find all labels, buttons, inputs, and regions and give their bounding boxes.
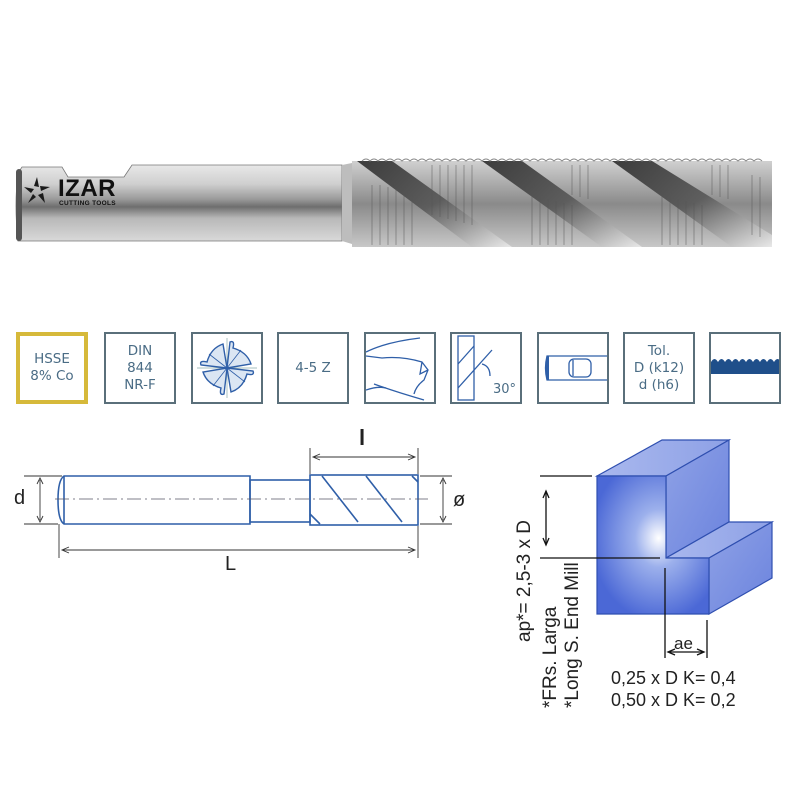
standard-line-1: DIN: [127, 342, 153, 359]
end-mill-photo: [12, 155, 792, 255]
dimension-drawing: [24, 448, 452, 558]
standard-line-2: 844: [127, 359, 153, 376]
teeth-count: 4-5 Z: [295, 359, 331, 376]
roughing-profile-icon: [711, 359, 779, 374]
spec-cross-section-box: [191, 332, 263, 404]
cutting-end-profile-icon: [366, 337, 429, 401]
note-english: *Long S. End Mill: [562, 562, 583, 708]
four-flute-cross-section-icon: [197, 338, 257, 398]
spec-standard-box: DIN 844 NR-F: [104, 332, 176, 404]
cutter-diameter-label: ø: [453, 489, 466, 511]
spec-teeth-box: 4-5 Z: [277, 332, 349, 404]
note-spanish: *FRs. Larga: [540, 606, 561, 708]
cutting-depth-diagram: ap*= 2,5-3 x D *FRs. Larga *Long S. End …: [514, 438, 775, 708]
helix-angle-value: 30°: [492, 382, 516, 397]
overall-length-label: L: [225, 553, 237, 575]
condition-line-2: 0,50 x D K= 0,2: [611, 690, 736, 710]
weldon-shank-icon: [544, 355, 607, 381]
condition-line-1: 0,25 x D K= 0,4: [611, 668, 736, 688]
spec-material-box: HSSE 8% Co: [16, 332, 88, 404]
brand-logo-text: IZAR: [58, 175, 116, 202]
material-line-2: 8% Co: [30, 368, 74, 384]
tolerance-line-2: D (k12): [633, 359, 685, 376]
ae-label: ae: [674, 634, 693, 653]
helix-angle-icon: [457, 335, 493, 401]
shank-diameter-label: d: [14, 487, 26, 509]
izar-star-logo-icon: [24, 177, 50, 203]
spec-helix-box: 30°: [450, 332, 522, 404]
spec-tolerance-box: Tol. D (k12) d (h6): [623, 332, 695, 404]
cutting-length-label: l: [359, 425, 366, 450]
spec-profile-box: [709, 332, 781, 404]
material-line-1: HSSE: [34, 351, 70, 367]
tolerance-line-1: Tol.: [647, 342, 671, 359]
end-mill-illustration: [15, 158, 772, 247]
tolerance-line-3: d (h6): [638, 376, 680, 393]
standard-line-3: NR-F: [124, 376, 156, 393]
spec-shank-box: [537, 332, 609, 404]
brand-logo-subtitle: CUTTING TOOLS: [59, 200, 116, 207]
ap-depth-label: ap*= 2,5-3 x D: [514, 520, 535, 642]
spec-cutting-end-box: [364, 332, 436, 404]
